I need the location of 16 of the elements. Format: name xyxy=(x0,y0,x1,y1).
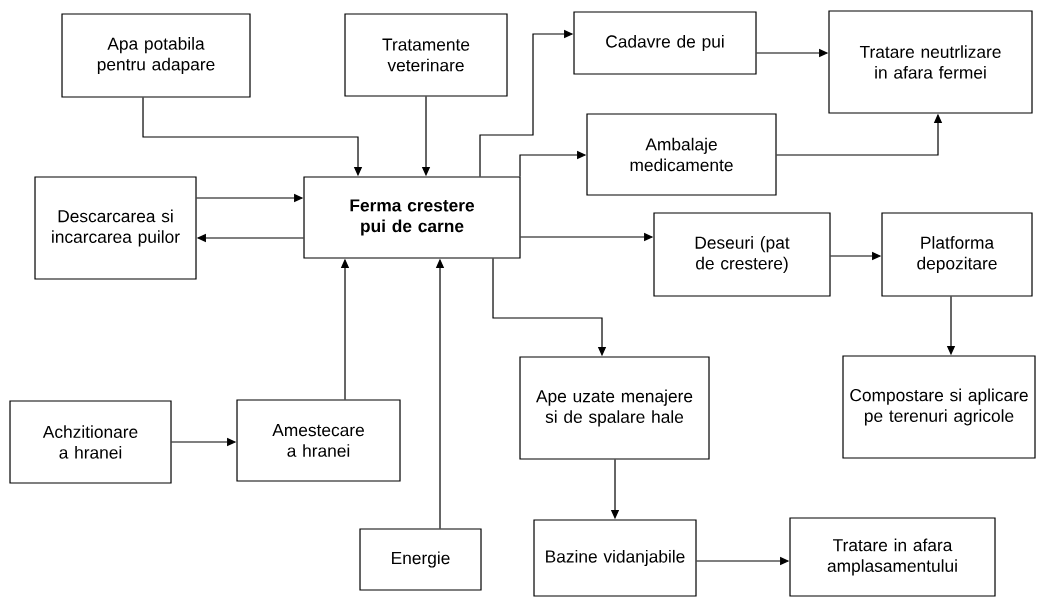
process-box: Cadavre de pui xyxy=(573,11,757,75)
process-box: Amestecare a hranei xyxy=(236,399,401,482)
process-box: Platforma depozitare xyxy=(881,212,1033,297)
process-box: Apa potabila pentru adapare xyxy=(61,13,251,98)
process-box: Achzitionare a hranei xyxy=(9,400,172,484)
process-box: Compostare si aplicare pe terenuri agricole xyxy=(842,355,1036,459)
process-box: Tratare in afara amplasamentului xyxy=(789,517,996,597)
process-box: Ferma crestere pui de carne xyxy=(303,176,521,259)
process-box: Tratare neutrlizare in afara fermei xyxy=(828,10,1033,114)
process-box: Deseuri (pat de crestere) xyxy=(653,212,831,297)
process-box: Ambalaje medicamente xyxy=(586,113,777,196)
process-box: Energie xyxy=(359,528,482,591)
process-box: Descarcarea si incarcarea puilor xyxy=(34,176,197,280)
process-box: Tratamente veterinare xyxy=(344,13,508,97)
process-box: Ape uzate menajere si de spalare hale xyxy=(519,356,710,460)
process-box: Bazine vidanjabile xyxy=(533,519,697,597)
